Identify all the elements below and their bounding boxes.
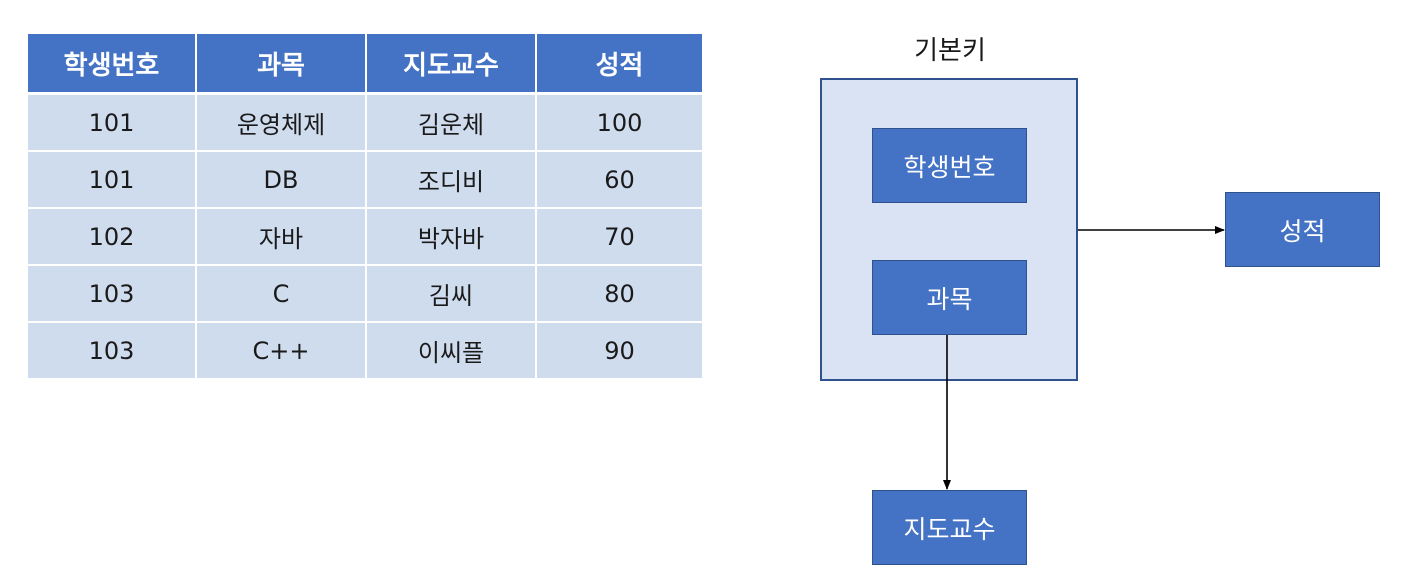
column-header-subject: 과목 [196, 34, 367, 95]
column-header-advisor: 지도교수 [366, 34, 537, 95]
cell-grade: 70 [536, 208, 702, 266]
cell-student-no: 101 [28, 151, 197, 209]
cell-subject: C++ [196, 322, 367, 380]
cell-subject: 자바 [196, 208, 367, 266]
cell-subject: DB [196, 151, 367, 209]
functional-dependency-table: 학생번호 과목 지도교수 성적 101 운영체제 김운체 100 101 DB … [28, 34, 702, 380]
table-row: 101 운영체제 김운체 100 [28, 93, 702, 152]
column-header-student-no: 학생번호 [28, 34, 197, 95]
primary-key-label: 기본키 [914, 36, 986, 66]
cell-student-no: 103 [28, 265, 197, 323]
table-row: 103 C 김씨 80 [28, 265, 702, 323]
cell-grade: 60 [536, 151, 702, 209]
cell-student-no: 103 [28, 322, 197, 380]
node-advisor: 지도교수 [872, 490, 1027, 565]
cell-grade: 90 [536, 322, 702, 380]
table-row: 102 자바 박자바 70 [28, 208, 702, 266]
cell-subject: C [196, 265, 367, 323]
cell-student-no: 102 [28, 208, 197, 266]
cell-grade: 80 [536, 265, 702, 323]
primary-key-group [820, 78, 1078, 381]
table-header-row: 학생번호 과목 지도교수 성적 [28, 34, 702, 95]
column-header-grade: 성적 [536, 34, 702, 95]
table-row: 103 C++ 이씨플 90 [28, 322, 702, 380]
cell-advisor: 김씨 [366, 265, 537, 323]
cell-advisor: 이씨플 [366, 322, 537, 380]
cell-advisor: 김운체 [366, 93, 537, 152]
cell-subject: 운영체제 [196, 93, 367, 152]
node-grade: 성적 [1225, 192, 1380, 267]
node-subject: 과목 [872, 260, 1027, 335]
node-student-no: 학생번호 [872, 128, 1027, 203]
cell-advisor: 박자바 [366, 208, 537, 266]
table-row: 101 DB 조디비 60 [28, 151, 702, 209]
cell-student-no: 101 [28, 93, 197, 152]
cell-advisor: 조디비 [366, 151, 537, 209]
cell-grade: 100 [536, 93, 702, 152]
